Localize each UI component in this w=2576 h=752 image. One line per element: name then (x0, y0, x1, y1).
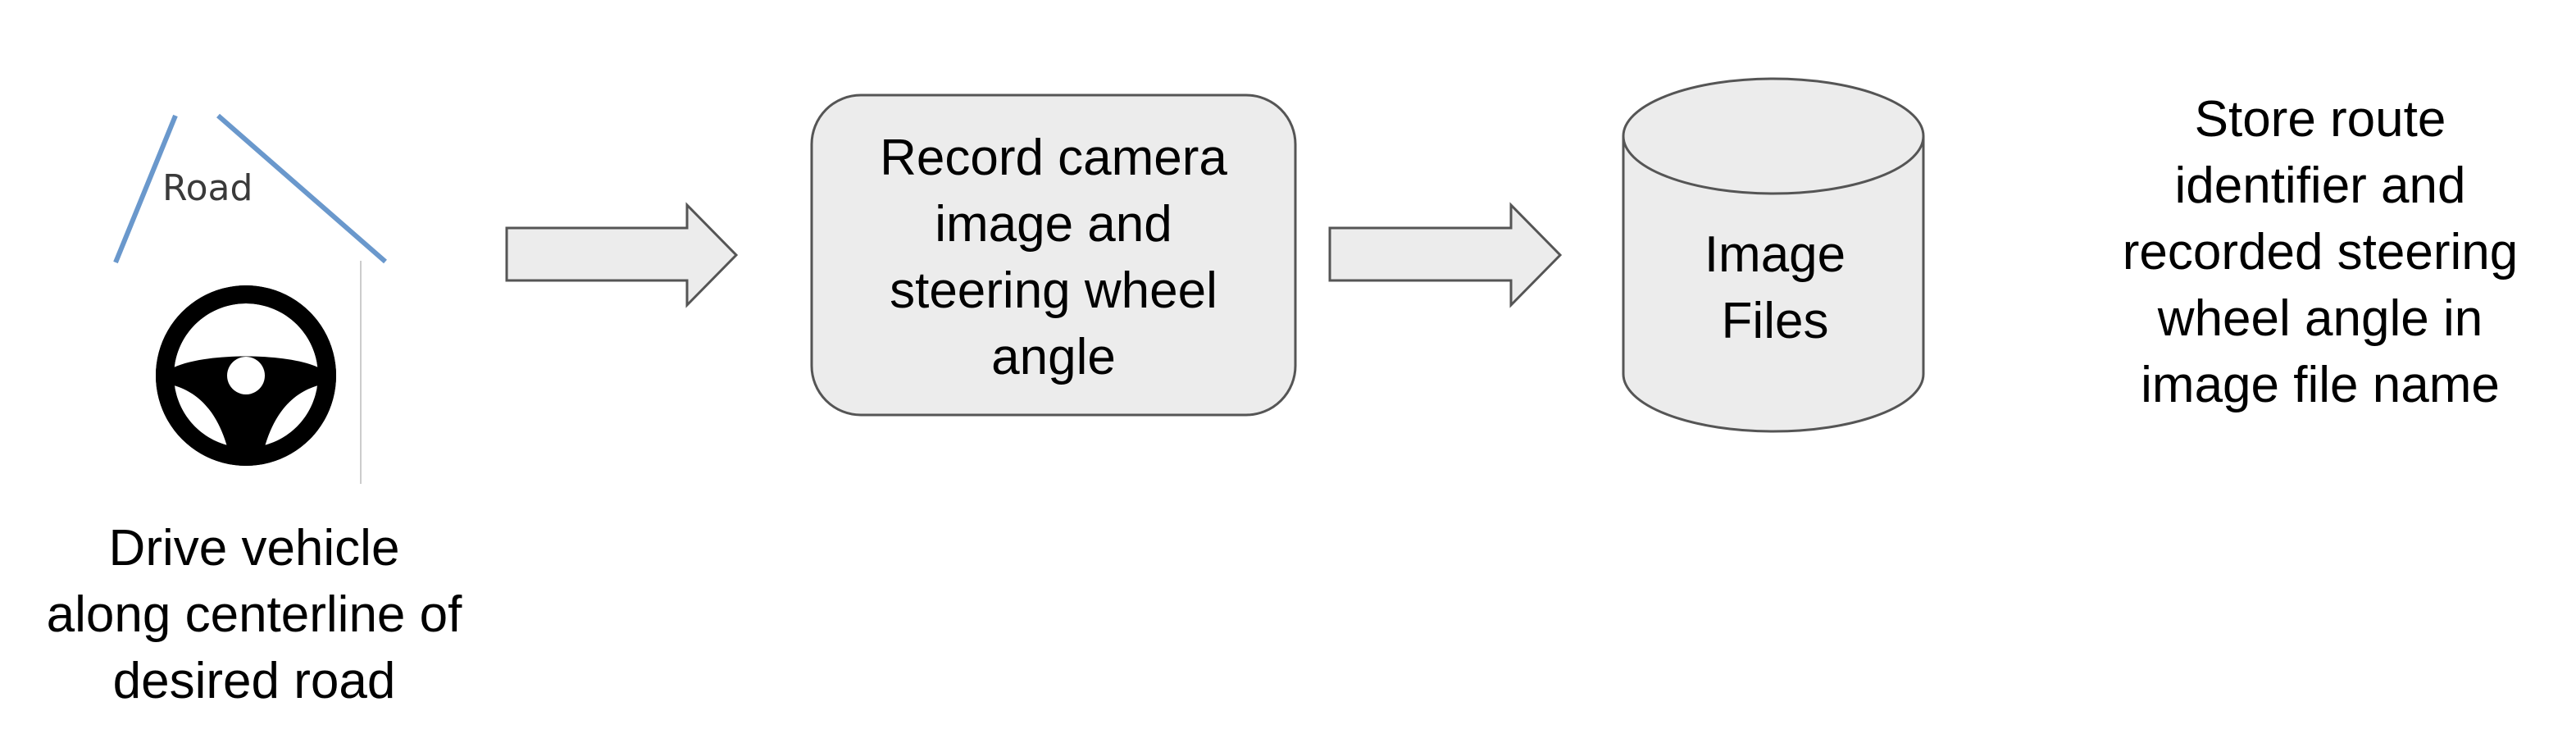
road-right-edge (216, 113, 387, 264)
road-left-edge (113, 114, 178, 264)
drive-step-text: Drive vehicle along centerline of desire… (8, 515, 500, 714)
image-files-line: Files (1721, 293, 1829, 349)
image-files-line: Image (1704, 226, 1846, 283)
record-step-line: Record camera (880, 130, 1227, 186)
record-step-text: Record camera image and steering wheel a… (812, 125, 1295, 390)
record-step-line: angle (991, 329, 1116, 385)
road-label: Road (162, 167, 253, 209)
store-note-text: Store route identifier and recorded stee… (2074, 86, 2566, 418)
record-step-line: image and (935, 196, 1172, 253)
steering-wheel-icon (155, 285, 336, 466)
drive-step-line: along centerline of (46, 586, 462, 643)
store-note-line: identifier and (2174, 157, 2466, 214)
record-step-line: steering wheel (890, 262, 1217, 319)
store-note-line: recorded steering (2122, 224, 2519, 280)
arrow-1 (505, 202, 739, 308)
image-files-text: Image Files (1623, 221, 1927, 354)
record-step-box (810, 93, 1297, 417)
store-note-line: image file name (2141, 357, 2500, 413)
store-note-line: wheel angle in (2157, 290, 2483, 347)
drive-step-line: Drive vehicle (108, 520, 400, 577)
store-note-line: Store route (2194, 91, 2446, 148)
image-files-cylinder (1622, 77, 1925, 433)
arrow-2 (1328, 202, 1563, 308)
drive-step-line: desired road (112, 653, 396, 709)
